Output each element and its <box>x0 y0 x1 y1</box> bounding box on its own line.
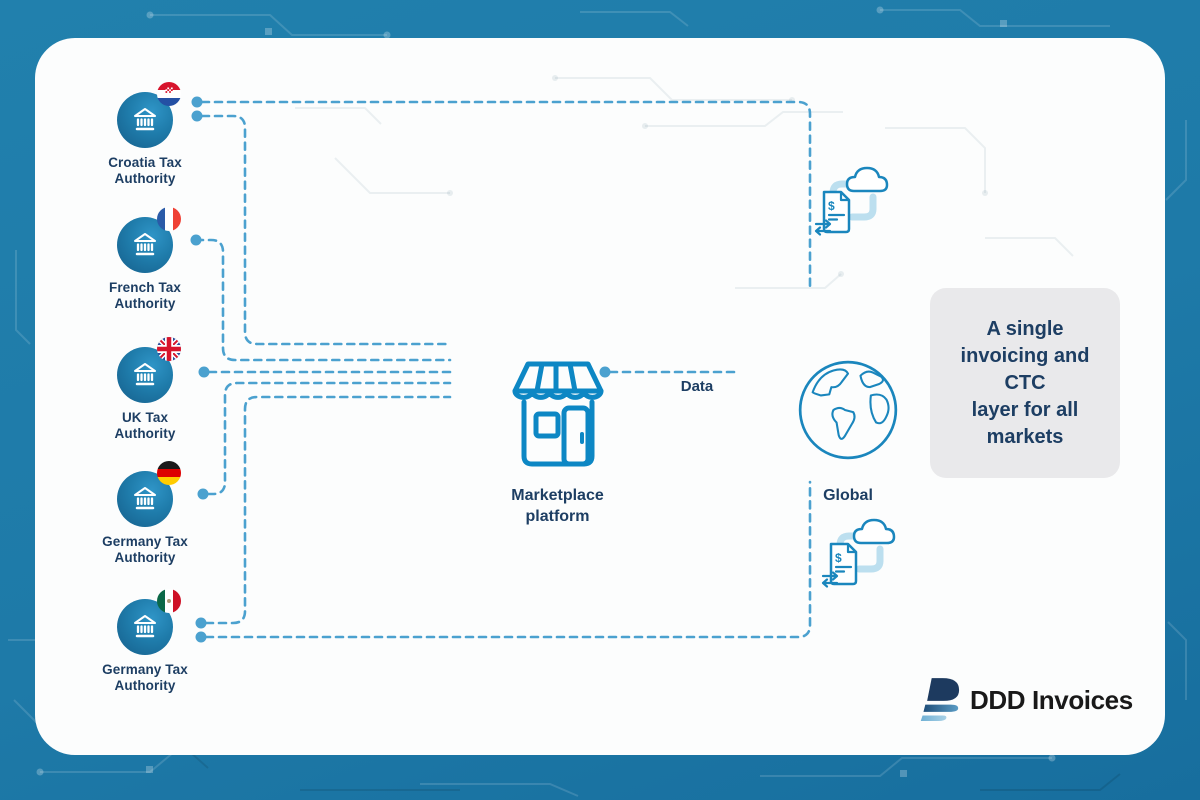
invoice-cloud-icon-top: $ <box>800 156 900 253</box>
germany-flag <box>157 461 181 485</box>
uk-flag <box>157 337 181 361</box>
data-flow-label: Data <box>680 378 714 395</box>
line-france-to-marketplace <box>194 238 452 362</box>
node-label: Marketplace platform <box>511 487 604 525</box>
line-croatia-top <box>200 100 812 290</box>
bank-icon <box>117 337 181 403</box>
line-global-return <box>204 480 812 639</box>
callout-line: layer for all <box>971 398 1079 421</box>
building-columns-icon <box>134 615 156 638</box>
node-global: Global <box>786 358 910 505</box>
circuit-pattern-card <box>295 75 1074 289</box>
connection-lines <box>190 96 812 643</box>
node-marketplace-platform: Marketplace platform <box>475 358 640 527</box>
bank-icon <box>117 207 181 273</box>
mexico-flag <box>157 589 181 613</box>
callout-line: CTC <box>1004 371 1046 394</box>
callout-single-invoicing-layer: A single invoicing and CTC layer for all… <box>930 288 1120 478</box>
line-croatia-to-marketplace <box>200 114 452 346</box>
line-germany-to-marketplace <box>206 381 452 496</box>
node-label: Global <box>823 487 873 504</box>
building-columns-icon <box>134 108 156 131</box>
france-flag <box>157 207 181 231</box>
bank-icon <box>117 461 181 527</box>
line-germany2-to-marketplace <box>204 395 452 625</box>
building-columns-icon <box>134 363 156 386</box>
line-dots <box>190 96 611 643</box>
ddd-logo-icon <box>920 678 960 721</box>
croatia-flag <box>157 82 181 106</box>
callout-line: A single <box>986 317 1064 340</box>
building-columns-icon <box>134 233 156 256</box>
bank-icon <box>117 589 181 655</box>
callout-line: markets <box>986 425 1064 448</box>
logo-text: DDD Invoices <box>970 684 1133 715</box>
storefront-icon <box>512 361 603 467</box>
svg-text:$: $ <box>835 551 842 565</box>
callout-line: invoicing and <box>960 344 1090 367</box>
invoice-cloud-icon-bottom: $ <box>807 508 907 605</box>
ddd-invoices-logo: DDD Invoices <box>918 676 1133 724</box>
bank-icon <box>117 82 181 148</box>
building-columns-icon <box>134 487 156 510</box>
globe-icon <box>798 360 898 460</box>
svg-text:$: $ <box>828 199 835 213</box>
